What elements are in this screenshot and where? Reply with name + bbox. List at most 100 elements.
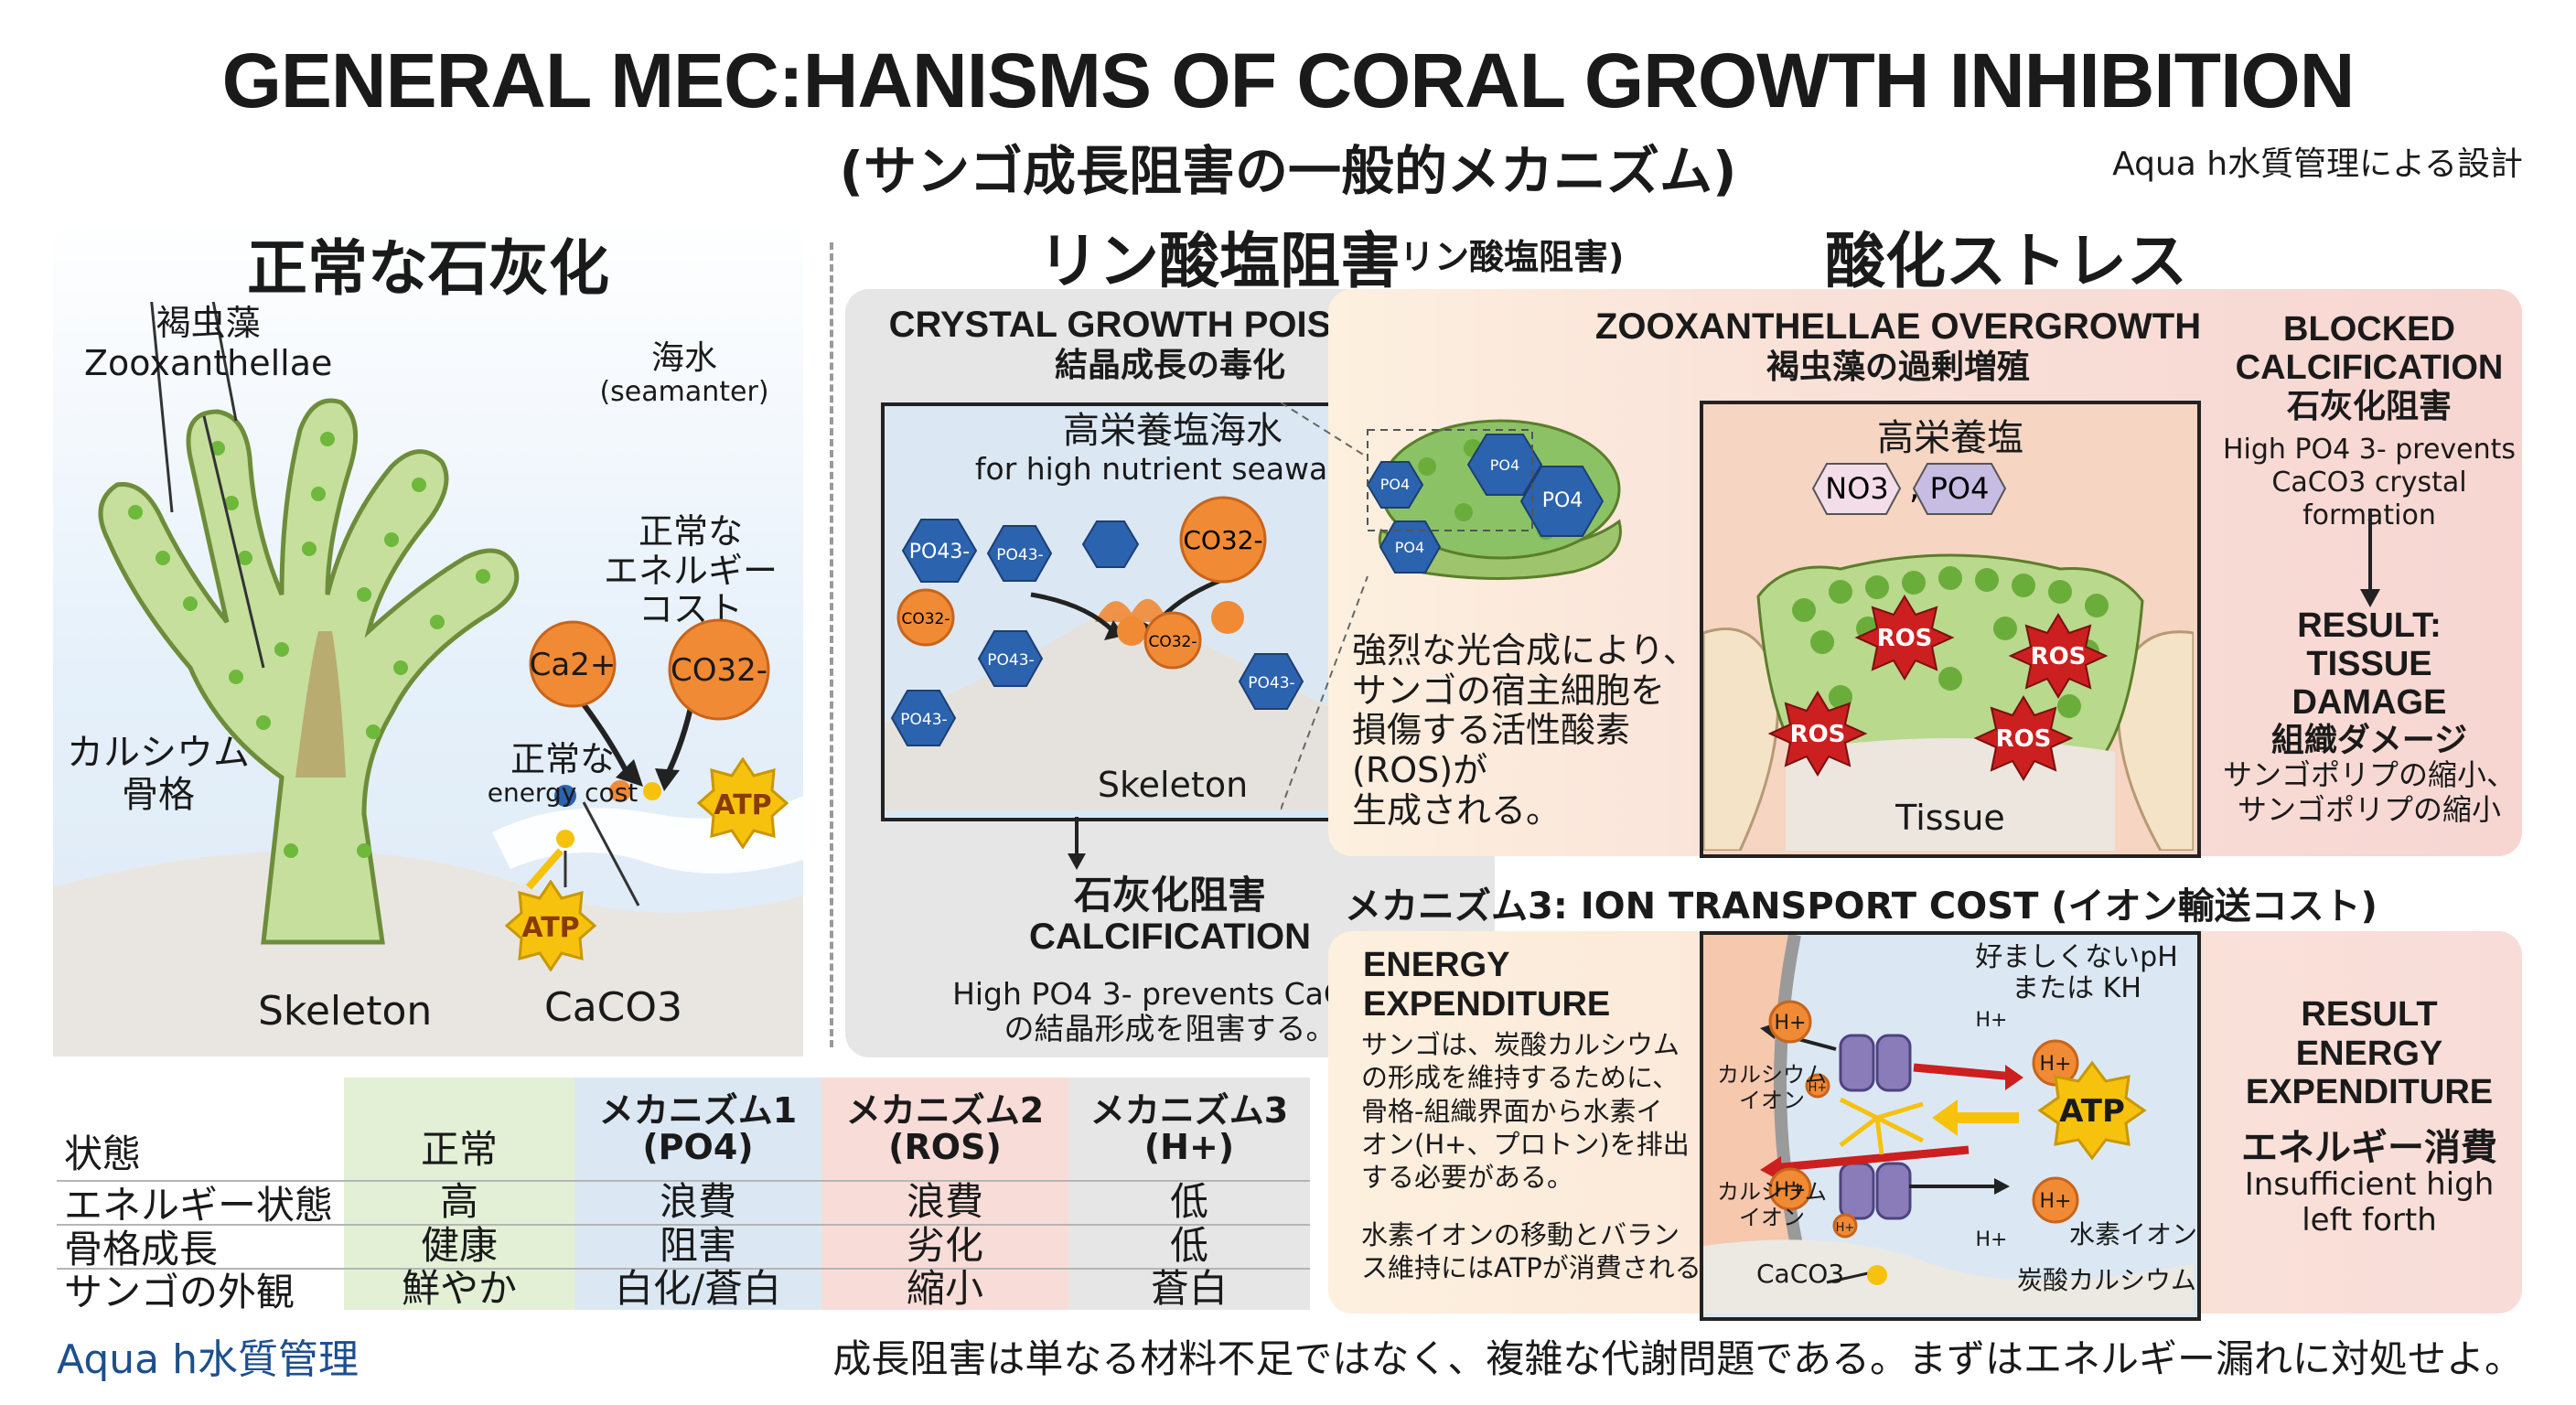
zoox-cluster-illustration: PO4 PO4 PO4 PO4	[1366, 419, 1622, 580]
crystal-skeleton-label: Skeleton	[1097, 765, 1249, 805]
caco3-label: CaCO3	[544, 984, 683, 1031]
seawater-jp: 海水	[650, 339, 717, 377]
crystal-poisoning-jp: 結晶成長の毒化	[1054, 346, 1285, 383]
col-mech1-bg	[574, 1078, 821, 1310]
svg-text:H+: H+	[1836, 1221, 1855, 1235]
zoox-overgrowth-en: ZOOXANTHELLAE OVERGROWTH	[1594, 306, 2202, 347]
svg-text:PO43-: PO43-	[996, 546, 1043, 564]
table-header-normal: 正常	[420, 1126, 498, 1172]
main-subtitle: (サンゴ成長阻害の一般的メカニズム)	[839, 140, 1737, 202]
tissue-damage-en: RESULT: TISSUE DAMAGE	[2292, 606, 2447, 722]
svg-text:H+: H+	[1976, 1228, 2008, 1251]
table-cell: 低	[1169, 1222, 1208, 1268]
table-header-mech1: メカニズム1 (PO4)	[598, 1090, 798, 1167]
zoom-lines	[1281, 402, 1368, 810]
nutrient-salt-label: 高栄養塩	[1877, 417, 2023, 459]
table-header-state: 状態	[64, 1131, 142, 1176]
svg-text:PO43-: PO43-	[909, 541, 971, 563]
row-sep-3	[57, 1268, 1310, 1270]
svg-text:PO43-: PO43-	[987, 651, 1034, 670]
down-arrow-tissue	[2360, 509, 2380, 607]
panel-divider	[830, 242, 833, 1047]
calcification-inhibition-en: CALCIFICATION	[1028, 917, 1312, 958]
blocked-calcification-jp: 石灰化阻害	[2286, 386, 2452, 424]
phosphate-inhibition-heading: リン酸塩阻害	[1038, 227, 1401, 295]
table-cell: 浪費	[906, 1178, 983, 1224]
svg-text:PO4: PO4	[1930, 471, 1990, 506]
table-cell: 鮮やか	[401, 1265, 517, 1311]
calcium-ion: Ca2+	[529, 620, 617, 708]
svg-text:H+: H+	[1976, 1009, 2008, 1032]
hydrogen-ion-label: 水素イオン	[2069, 1219, 2198, 1249]
svg-text:H+: H+	[1775, 1012, 1807, 1035]
phosphate-inhibition-subheading: リン酸塩阻害)	[1400, 237, 1625, 277]
tissue-label: Tissue	[1895, 798, 2005, 838]
table-cell: 高	[439, 1178, 478, 1224]
atp-badge-upper: ATP	[697, 757, 789, 849]
table-cell: 浪費	[659, 1178, 736, 1224]
calcification-inhibition-result: 石灰化阻害 CALCIFICATION	[845, 874, 1495, 958]
table-cell: 低	[1169, 1178, 1208, 1224]
table-row-energy-label: エネルギー状態	[64, 1182, 334, 1228]
normal-energy-cost-label: 正常な エネルギー コスト	[603, 511, 778, 630]
energy-result-title: RESULT ENERGY EXPENDITURE	[2245, 995, 2494, 1112]
seawater-label: 海水 (seamanter)	[593, 340, 776, 407]
svg-text:CO32-: CO32-	[1183, 525, 1262, 555]
row-sep-1	[57, 1180, 1310, 1182]
svg-text:Ca2+: Ca2+	[530, 647, 617, 683]
svg-text:PO4: PO4	[1542, 489, 1583, 512]
svg-text:CO32-: CO32-	[1148, 633, 1197, 651]
crystal-poisoning-note: High PO4 3- prevents CaCO3 の結晶形成を阻害する。	[845, 977, 1495, 1046]
table-cell: 健康	[420, 1222, 498, 1268]
svg-text:CO32-: CO32-	[901, 610, 950, 628]
svg-text:ROS: ROS	[1877, 625, 1933, 652]
coral-polyp-illustration	[53, 302, 803, 1056]
main-title: GENERAL MEC:HANISMS OF CORAL GROWTH INHI…	[221, 38, 2356, 123]
nutrient-seawater-label: 高栄養塩海水 for high nutrient seawater	[881, 410, 1465, 487]
svg-text:PO4: PO4	[1490, 456, 1519, 474]
energy-expenditure-title: ENERGY EXPENDITURE	[1363, 946, 1611, 1024]
footer-message: 成長阻害は単なる材料不足ではなく、複雑な代謝問題である。まずはエネルギー漏れに対…	[832, 1336, 2523, 1381]
zooxanthellae-jp: 褐虫藻	[156, 303, 261, 343]
svg-text:PO43-: PO43-	[900, 711, 947, 729]
calcium-ion-label-lower: カルシウム イオン	[1717, 1179, 1827, 1230]
svg-text:ROS: ROS	[2031, 643, 2087, 670]
table-cell: 白化/蒼白	[614, 1265, 782, 1311]
table-row-growth-label: 骨格成長	[64, 1226, 219, 1271]
credit-text: Aqua h水質管理による設計	[2112, 145, 2523, 183]
footer-brand: Aqua h水質管理	[57, 1336, 359, 1383]
svg-text:H+: H+	[2040, 1053, 2072, 1076]
svg-text:ROS: ROS	[1790, 721, 1846, 748]
col-normal-bg	[344, 1078, 574, 1310]
crystal-note-line2: の結晶形成を阻害する。	[1004, 1010, 1336, 1046]
blocked-calcification-title: BLOCKED CALCIFICATION 石灰化阻害	[2214, 310, 2525, 424]
seawater-en: (seamanter)	[599, 375, 769, 408]
svg-text:ATP: ATP	[521, 912, 579, 944]
svg-text:H+: H+	[2040, 1190, 2072, 1213]
calcium-carbonate-label: 炭酸カルシウム	[2017, 1265, 2197, 1295]
svg-text:PO4: PO4	[1380, 476, 1410, 493]
zoox-overgrowth-jp: 褐虫藻の過剰増殖	[1766, 348, 2030, 385]
zooxanthellae-label: 褐虫藻 Zooxanthellae	[84, 303, 333, 383]
crystal-poisoning-illustration: PO43- PO43- PO43- PO43- PO43- CO32- CO32…	[885, 496, 1461, 810]
crystal-note-line1: High PO4 3- prevents CaCO3	[952, 976, 1388, 1012]
svg-text:ATP: ATP	[714, 789, 771, 821]
svg-text:PO43-: PO43-	[1248, 674, 1294, 692]
nutrient-seawater-en: for high nutrient seawater	[974, 451, 1371, 487]
energy-expenditure-desc: サンゴは、炭酸カルシウム の形成を維持するために、 骨格-組織界面から水素イ オ…	[1361, 1029, 1690, 1193]
table-cell: 蒼白	[1150, 1265, 1228, 1311]
zooxanthellae-en: Zooxanthellae	[84, 342, 333, 383]
table-row-appearance-label: サンゴの外観	[64, 1269, 295, 1314]
calcification-inhibition-jp: 石灰化阻害	[1073, 874, 1266, 917]
zoox-overgrowth-title: ZOOXANTHELLAE OVERGROWTH 褐虫藻の過剰増殖	[1555, 306, 2241, 385]
unfavorable-ph-label: 好ましくないpH または KH	[1975, 941, 2178, 1004]
svg-text:ROS: ROS	[1996, 725, 2052, 753]
table-header-mech3: メカニズム3 (H+)	[1089, 1090, 1289, 1167]
table-cell: 縮小	[906, 1265, 983, 1311]
normal-cost-label: 正常な energy cost	[457, 740, 668, 808]
energy-expenditure-note: 水素イオンの移動とバラン ス維持にはATPが消費される。	[1361, 1219, 1728, 1284]
skeleton-label: Skeleton	[258, 988, 433, 1035]
svg-text:H+: H+	[1775, 1179, 1807, 1202]
blocked-calcification-en: BLOCKED CALCIFICATION	[2235, 310, 2504, 387]
energy-result-jp: エネルギー消費	[2241, 1128, 2497, 1168]
